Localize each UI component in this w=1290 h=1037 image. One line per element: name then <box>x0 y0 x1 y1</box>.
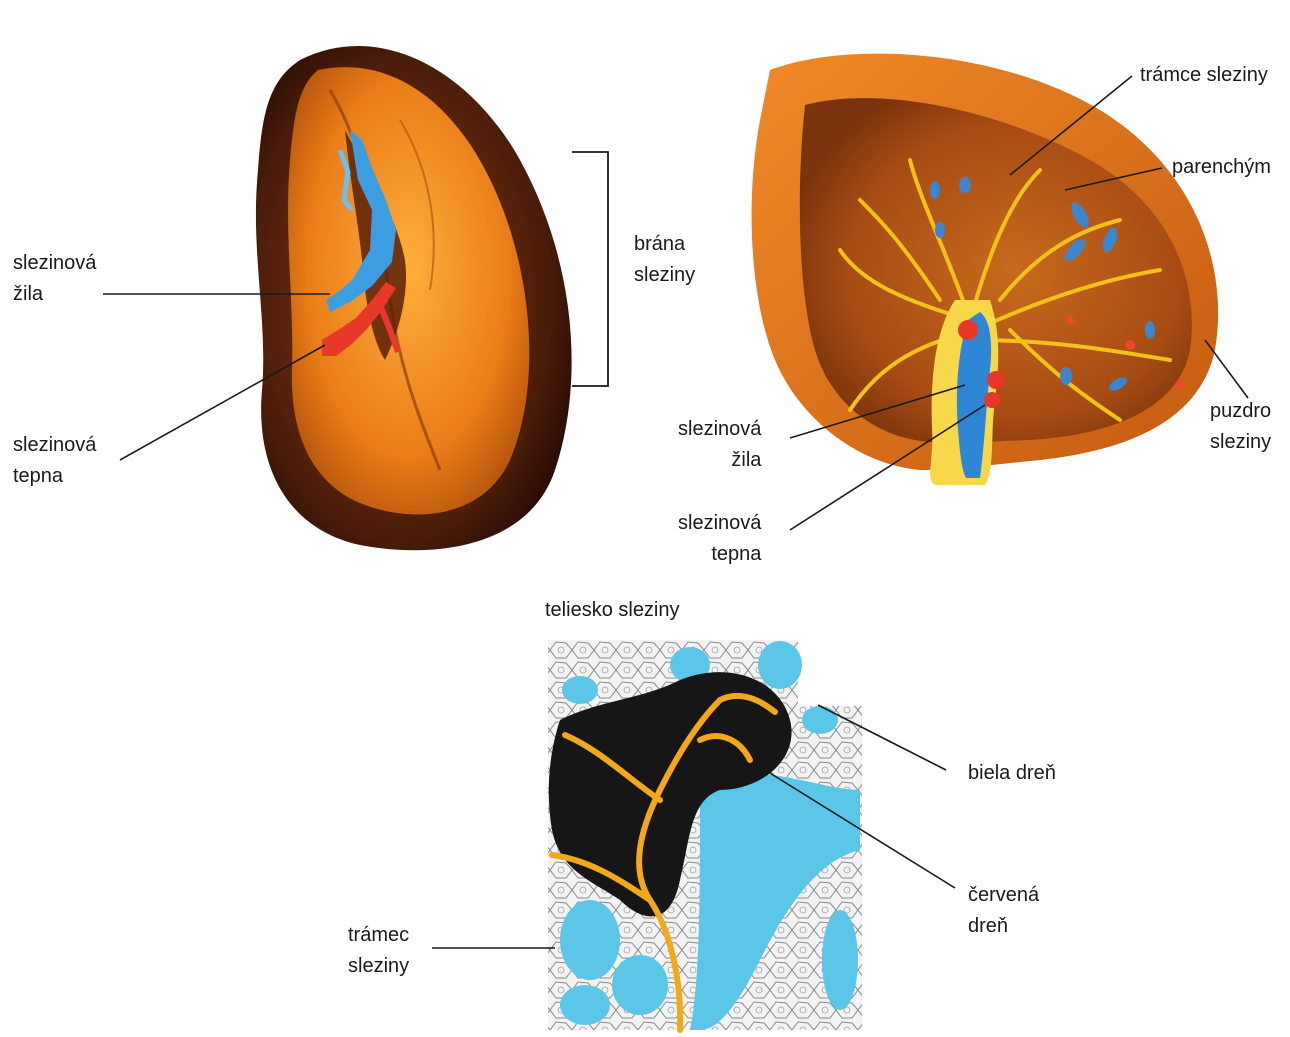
trabecula-label: trámec sleziny <box>348 920 409 982</box>
left-artery-label: slezinová tepna <box>13 430 96 492</box>
capsule-label: puzdro sleziny <box>1210 396 1271 458</box>
parenchyma-label: parenchým <box>1172 152 1271 183</box>
capsule-leader <box>1205 340 1248 398</box>
white-pulp-label: biela dreň <box>968 758 1056 789</box>
right-artery-circle-2 <box>987 371 1005 389</box>
red-pulp-label: červená dreň <box>968 880 1039 942</box>
hilum-bracket <box>572 152 608 386</box>
right-artery-circle-1 <box>958 320 978 340</box>
left-vein-label: slezinová žila <box>13 248 96 310</box>
right-artery-circle-3 <box>984 392 1000 408</box>
hilum-label: brána sleziny <box>634 229 695 291</box>
right-artery-label: slezinová tepna <box>678 508 761 570</box>
right-spleen-drawing <box>752 54 1219 485</box>
corpuscle-title: teliesko sleziny <box>545 595 680 626</box>
left-spleen-drawing <box>256 46 572 550</box>
trabeculae-label: trámce sleziny <box>1140 60 1268 91</box>
corpuscle-drawing <box>548 640 862 1030</box>
right-vein-label: slezinová žila <box>678 414 761 476</box>
